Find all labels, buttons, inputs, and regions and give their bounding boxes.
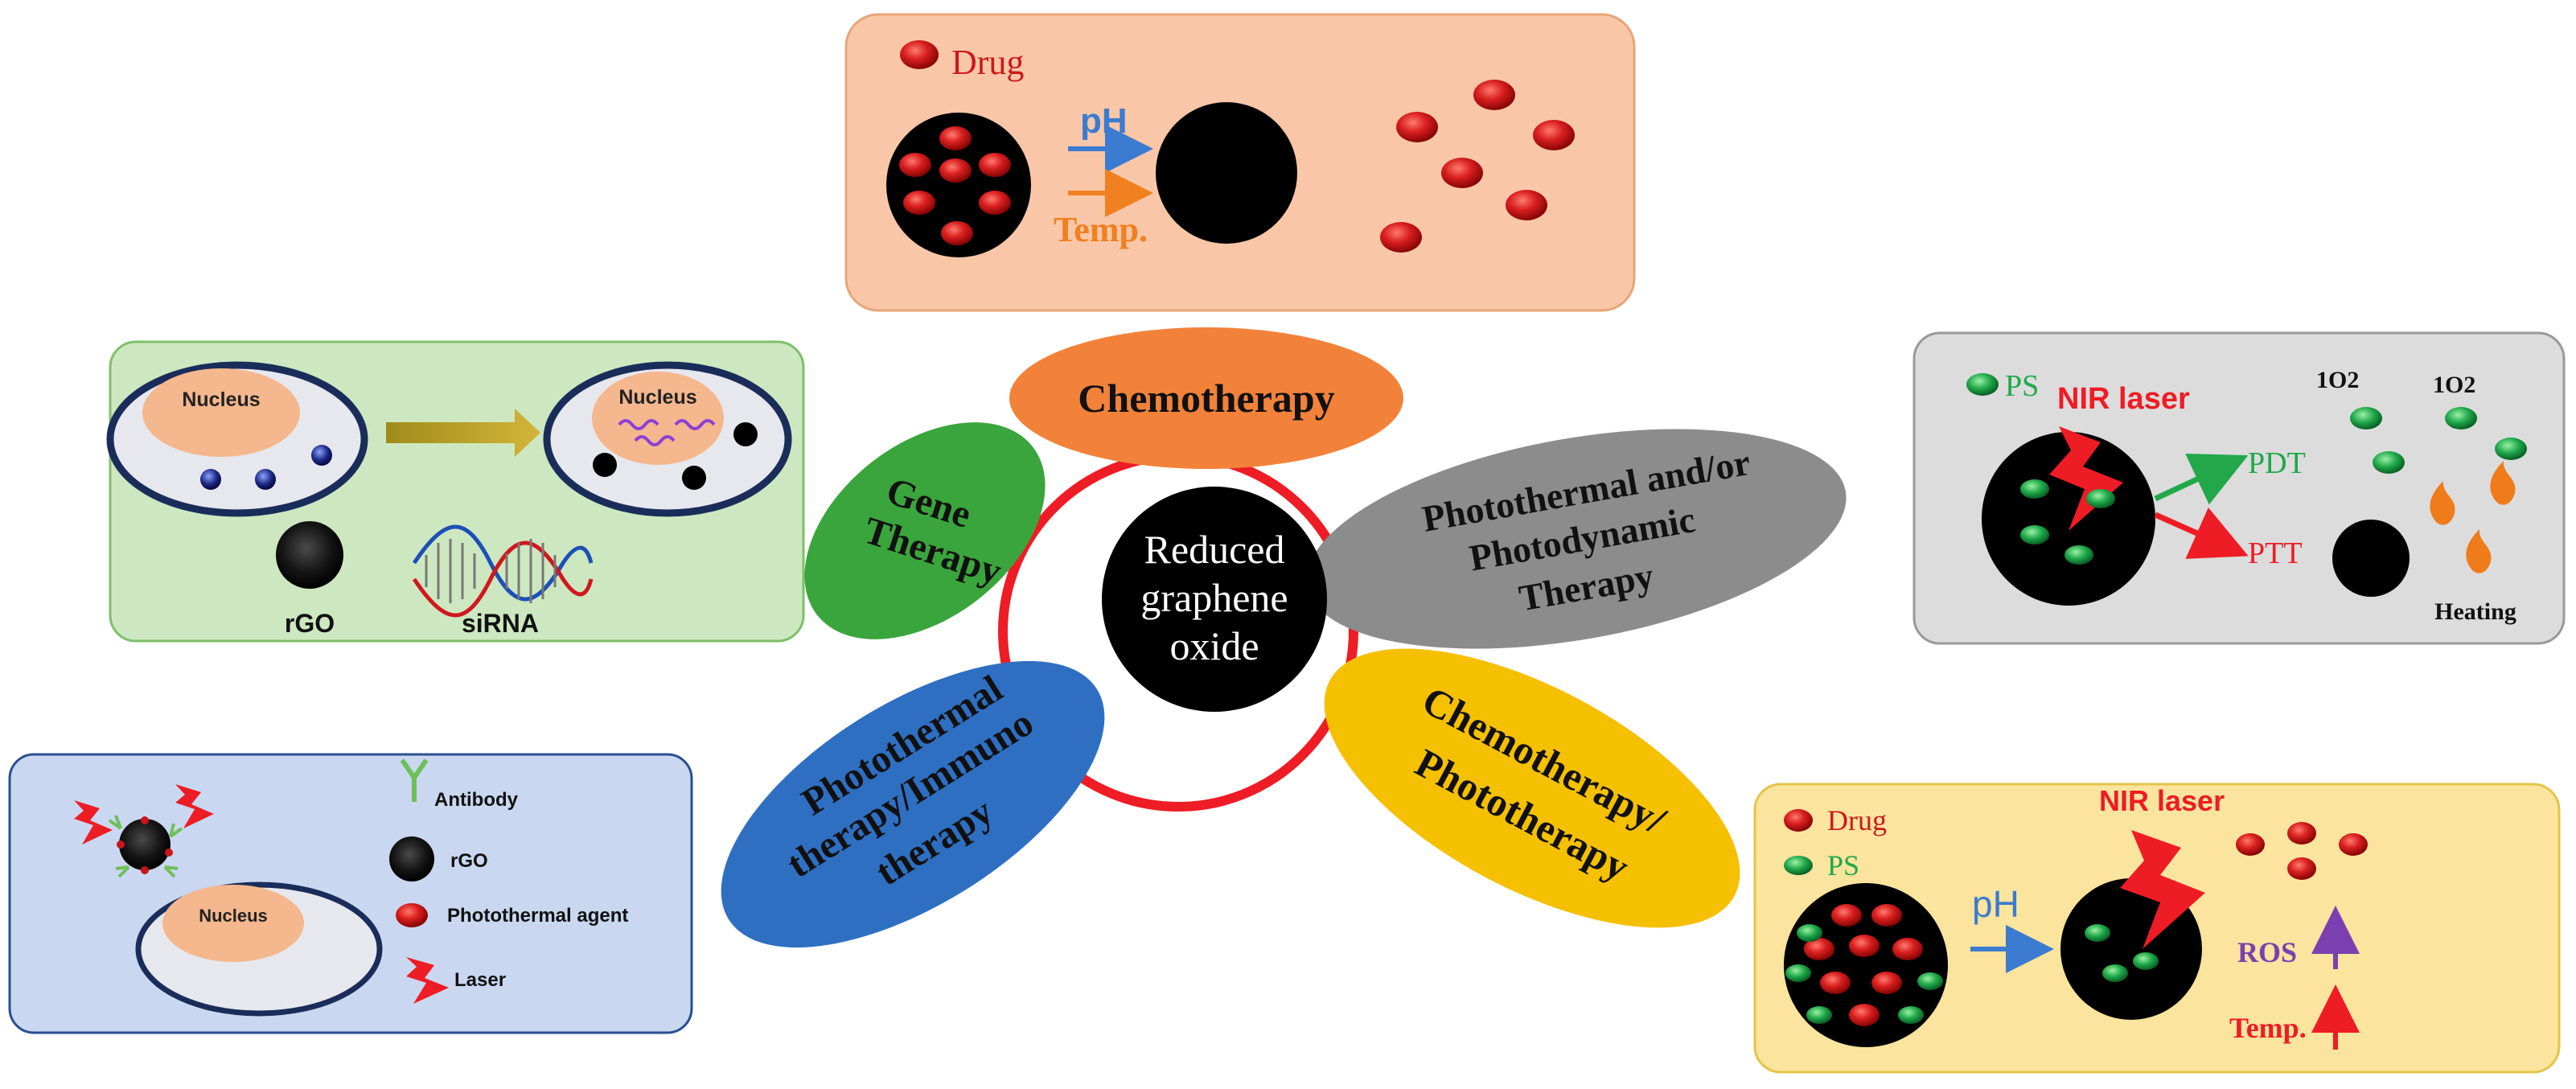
chemo-ph-label: pH bbox=[1080, 101, 1128, 141]
core-label-1: Reduced bbox=[1144, 527, 1285, 572]
chemotherapy-petal: Chemotherapy bbox=[1009, 327, 1403, 469]
laser-bolt-a-icon bbox=[74, 800, 113, 844]
drug-legend-label: Drug bbox=[951, 43, 1024, 82]
nucleus-label-after: Nucleus bbox=[618, 386, 696, 409]
chemotherapy-label: Chemotherapy bbox=[1078, 376, 1334, 421]
photodynamic-petal bbox=[1306, 429, 1847, 649]
released-drug-group bbox=[1380, 80, 1575, 253]
immuno-nucleus-label: Nucleus bbox=[199, 906, 268, 926]
ptt-label: PTT bbox=[2248, 536, 2303, 570]
pdt-laser-label: NIR laser bbox=[2057, 382, 2190, 416]
combo-ps-icon bbox=[1784, 856, 1813, 875]
gene-therapy-panel: Nucleus Nucleus rGO bbox=[106, 340, 805, 643]
target-cell: Nucleus bbox=[135, 881, 383, 1017]
combo-drug-label: Drug bbox=[1827, 804, 1887, 836]
laser-legend-icon bbox=[406, 957, 449, 1004]
laser-bolt-b-icon bbox=[175, 784, 214, 828]
gene-therapy-petal bbox=[804, 422, 1046, 639]
immuno-panel: Nucleus Antibody rGO Photothermal agent … bbox=[8, 753, 693, 1034]
immuno-rgo-label: rGO bbox=[450, 850, 488, 872]
pdt-label: PDT bbox=[2248, 446, 2306, 480]
drug-legend-icon bbox=[900, 40, 939, 69]
empty-rgo-sheet bbox=[1156, 102, 1297, 244]
photodynamic-panel: PS NIR laser PDT PTT 1O2 1O2 Heating bbox=[1912, 331, 2566, 645]
sirna-icon bbox=[412, 524, 594, 618]
immuno-rgo-icon bbox=[389, 836, 434, 881]
sirna-label: siRNA bbox=[462, 609, 539, 638]
ros-label: ROS bbox=[2237, 936, 2297, 968]
combo-ph-label: pH bbox=[1972, 883, 2019, 925]
ptt-arrow bbox=[2154, 507, 2249, 559]
chemo-photo-panel: Drug PS pH NIR laser bbox=[1753, 783, 2561, 1074]
combo-laser-bolt-icon bbox=[2120, 830, 2205, 949]
heated-rgo bbox=[2332, 520, 2410, 597]
combo-drug-icon bbox=[1784, 809, 1813, 832]
loaded-rgo-sheet bbox=[886, 113, 1031, 257]
singlet-oxygen-label-a: 1O2 bbox=[2316, 367, 2359, 393]
flame-icon bbox=[2430, 461, 2516, 573]
targeted-rgo-icon bbox=[108, 815, 183, 878]
rgo-icon bbox=[276, 521, 343, 589]
cell-before: Nucleus bbox=[106, 361, 368, 517]
pdt-laser-bolt-icon bbox=[2049, 426, 2123, 531]
core-label-2: graphene bbox=[1140, 575, 1288, 620]
ps-loaded-rgo bbox=[1982, 432, 2155, 606]
rgo-core bbox=[1102, 487, 1327, 712]
combo-temp-label: Temp. bbox=[2229, 1012, 2307, 1044]
rgo-label: rGO bbox=[285, 609, 335, 638]
cell-after: Nucleus bbox=[543, 361, 792, 517]
photothermal-agent-icon bbox=[396, 903, 428, 927]
combo-released-drug bbox=[2236, 822, 2368, 880]
heating-label: Heating bbox=[2434, 598, 2516, 625]
antibody-label: Antibody bbox=[434, 789, 519, 811]
laser-legend-label: Laser bbox=[454, 969, 506, 991]
ps-legend-icon bbox=[1966, 373, 1999, 396]
nucleus-label-before: Nucleus bbox=[182, 388, 260, 411]
chemo-temp-label: Temp. bbox=[1054, 210, 1148, 249]
combo-laser-label: NIR laser bbox=[2099, 784, 2225, 817]
transfection-arrow bbox=[386, 409, 540, 457]
combo-loaded-rgo bbox=[1784, 883, 1948, 1047]
ps-legend-label: PS bbox=[2005, 369, 2039, 403]
combo-ps-label: PS bbox=[1827, 849, 1859, 881]
photothermal-agent-label: Photothermal agent bbox=[447, 905, 628, 927]
singlet-oxygen-label-b: 1O2 bbox=[2433, 372, 2475, 398]
pdt-arrow bbox=[2154, 454, 2249, 505]
ptt-immuno-petal bbox=[721, 660, 1105, 948]
core-label-3: oxide bbox=[1169, 623, 1259, 668]
chemo-photo-petal bbox=[1324, 648, 1740, 928]
chemotherapy-panel: Drug pH Temp. bbox=[844, 13, 1636, 312]
